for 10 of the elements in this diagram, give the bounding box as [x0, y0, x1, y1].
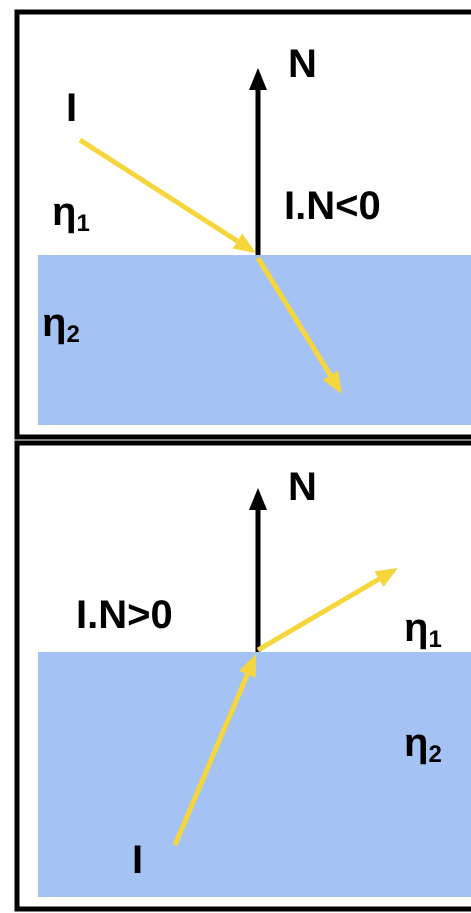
dot-product-label: I.N<0	[284, 186, 381, 226]
refractive-index-label: η$_{1}$	[404, 608, 442, 652]
vector-label: I	[132, 840, 144, 880]
refractive-index-label: η$_{2}$	[42, 303, 80, 347]
vector-label: N	[288, 44, 317, 84]
refractive-index-label: η$_{2}$	[404, 723, 442, 767]
dot-product-label: I.N>0	[76, 595, 173, 635]
refractive-index-label: η$_{1}$	[52, 192, 90, 236]
vector-label: N	[288, 467, 317, 507]
vector-label: I	[66, 88, 78, 128]
